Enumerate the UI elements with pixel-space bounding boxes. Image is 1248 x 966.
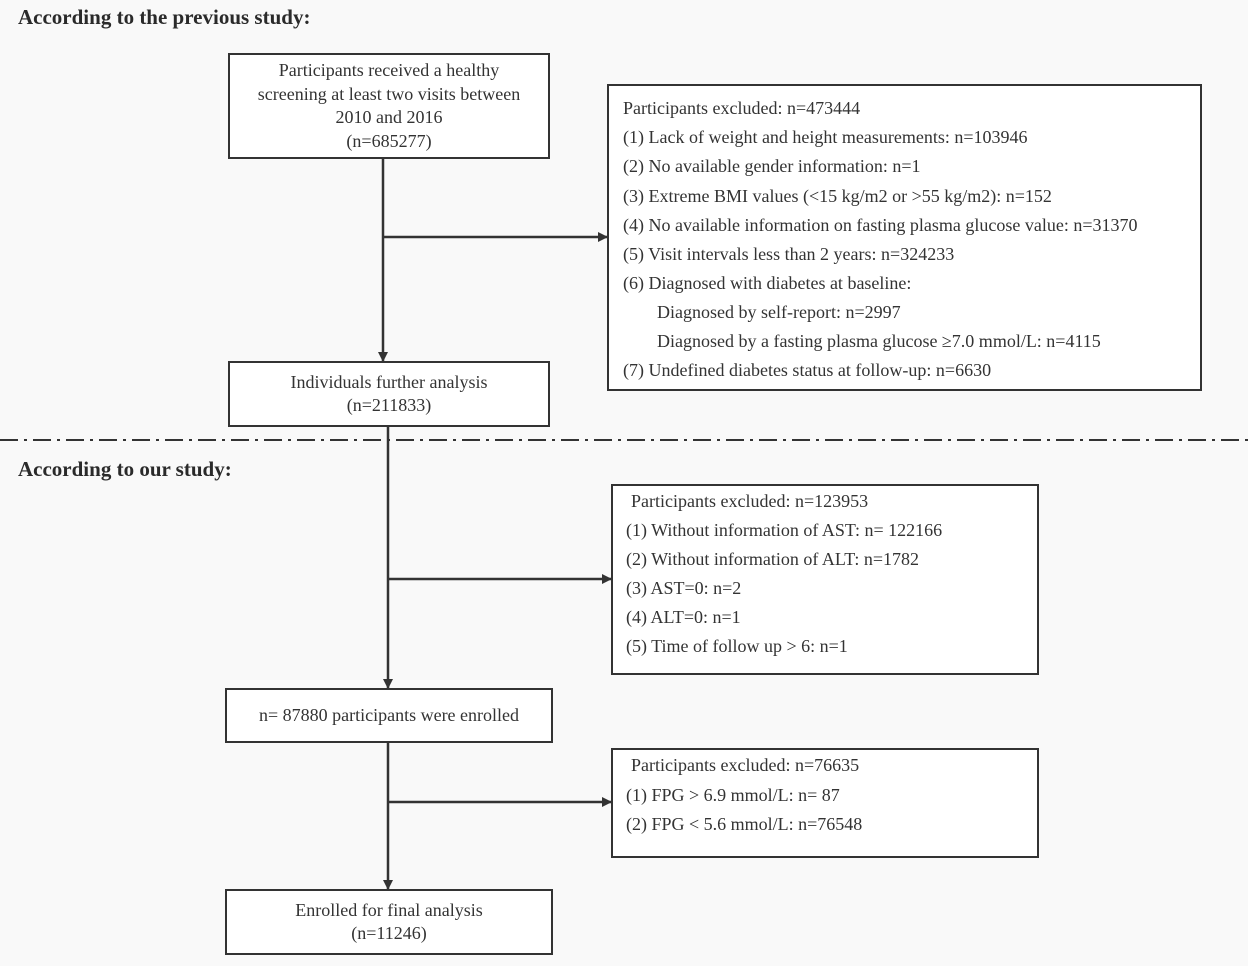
- exclusion-line: (3) AST=0: n=2: [626, 578, 742, 598]
- exclusion-line: (1) FPG > 6.9 mmol/L: n= 87: [626, 785, 840, 805]
- exclusion-line: (5) Visit intervals less than 2 years: n…: [623, 244, 955, 264]
- final-box-line: (n=11246): [351, 923, 427, 943]
- exclusion-line: (1) Lack of weight and height measuremen…: [623, 127, 1028, 147]
- exclusion-box-our-2: Participants excluded: n=76635 (1) FPG >…: [611, 748, 1039, 858]
- exclusion-line: Participants excluded: n=123953: [631, 491, 869, 511]
- exclusion-line: (4) No available information on fasting …: [623, 215, 1138, 235]
- exclusion-line: (7) Undefined diabetes status at follow-…: [623, 360, 992, 380]
- result-box: Individuals further analysis (n=211833): [228, 361, 550, 427]
- exclusion-line: (2) Without information of ALT: n=1782: [626, 549, 920, 569]
- exclusion-box-our-1: Participants excluded: n=123953 (1) With…: [611, 484, 1039, 675]
- exclusion-line: (3) Extreme BMI values (<15 kg/m2 or >55…: [623, 186, 1052, 206]
- our-study-heading: According to our study:: [18, 457, 232, 481]
- start-box-line: 2010 and 2016: [335, 107, 443, 127]
- exclusion-line: (4) ALT=0: n=1: [626, 607, 741, 627]
- final-box: Enrolled for final analysis (n=11246): [225, 889, 553, 955]
- exclusion-line: Participants excluded: n=473444: [623, 98, 861, 118]
- result-box-line: Individuals further analysis: [290, 371, 488, 392]
- exclusion-line: (6) Diagnosed with diabetes at baseline:: [623, 273, 912, 293]
- previous-study-heading: According to the previous study:: [18, 5, 311, 29]
- enrolled-box: n= 87880 participants were enrolled: [225, 688, 553, 743]
- exclusion-line: (5) Time of follow up > 6: n=1: [626, 636, 848, 656]
- result-box-line: (n=211833): [346, 395, 432, 415]
- start-box-line: (n=685277): [346, 130, 432, 151]
- exclusion-line: (2) No available gender information: n=1: [623, 156, 921, 176]
- start-box-line: screening at least two visits between: [257, 83, 521, 104]
- exclusion-box-previous: Participants excluded: n=473444 (1) Lack…: [607, 84, 1202, 391]
- start-box: Participants received a healthy screenin…: [228, 53, 550, 159]
- exclusion-subline: Diagnosed by a fasting plasma glucose ≥7…: [657, 331, 1101, 351]
- exclusion-subline: Diagnosed by self-report: n=2997: [657, 302, 901, 322]
- exclusion-line: Participants excluded: n=76635: [631, 755, 860, 775]
- final-box-line: Enrolled for final analysis: [295, 899, 483, 920]
- enrolled-box-line: n= 87880 participants were enrolled: [258, 704, 520, 725]
- exclusion-line: (1) Without information of AST: n= 12216…: [626, 520, 943, 540]
- exclusion-line: (2) FPG < 5.6 mmol/L: n=76548: [626, 814, 863, 834]
- start-box-line: Participants received a healthy: [278, 60, 500, 80]
